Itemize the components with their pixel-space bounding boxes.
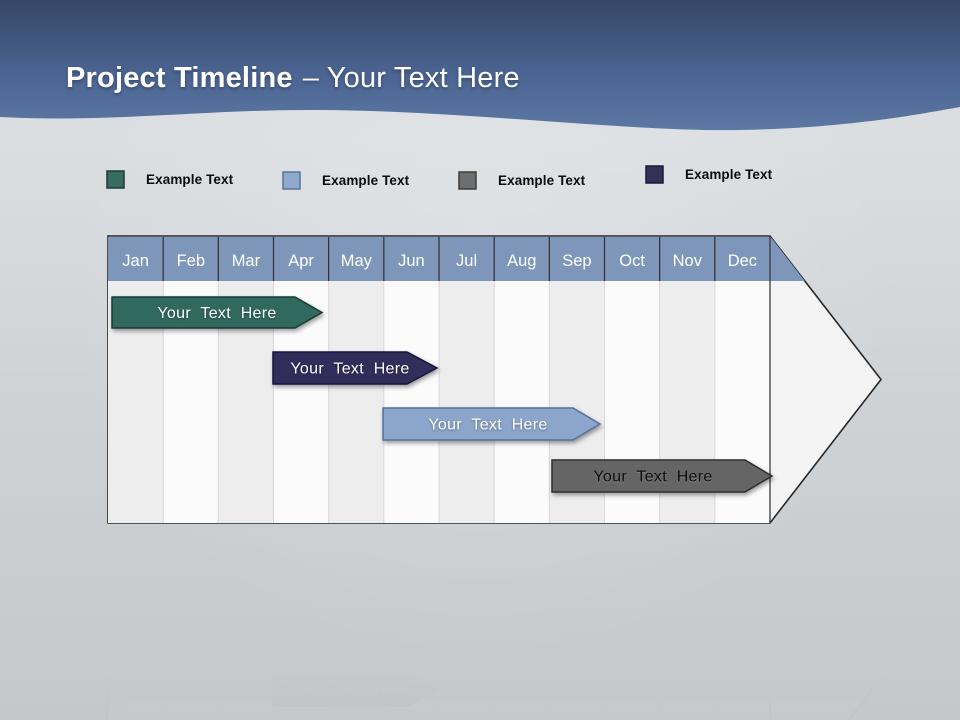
task-bar-label[interactable]: Your Text Here (593, 469, 712, 486)
legend-label: Example Text (498, 173, 586, 188)
month-label: Sep (562, 252, 591, 270)
task-bar-label[interactable]: Your Text Here (290, 361, 409, 378)
title-band (0, 0, 960, 131)
month-header-band (108, 237, 881, 281)
task-bar-arrow-shape[interactable] (272, 351, 439, 385)
task-bar-4[interactable]: Your Text Here (551, 459, 774, 493)
month-label: May (341, 252, 373, 270)
legend-swatch-gray-icon (458, 171, 477, 190)
legend-swatch-rect (645, 165, 664, 184)
task-bar-2[interactable]: Your Text Here (272, 351, 439, 385)
task-bar-3[interactable]: Your Text Here (382, 407, 602, 441)
month-label: Feb (177, 252, 205, 270)
month-label: Jan (122, 252, 149, 270)
legend-swatch-blue-icon (282, 171, 301, 190)
month-label: Dec (728, 252, 757, 270)
month-label: Jun (398, 252, 425, 270)
task-bar-arrow-shape[interactable] (551, 459, 774, 493)
timeline-chart[interactable]: Jan Feb Mar Apr May Jun Jul Aug Sep Oct … (100, 228, 890, 528)
month-label: Mar (232, 252, 261, 270)
title-band-wave (0, 0, 960, 131)
task-bar-arrow-shape[interactable] (382, 407, 602, 441)
legend-item-4[interactable]: Example Text (645, 165, 772, 184)
legend-item-2[interactable]: Example Text (282, 171, 409, 190)
task-bar-label[interactable]: Your Text Here (428, 417, 547, 434)
legend-label: Example Text (146, 172, 234, 187)
legend-label: Example Text (685, 167, 773, 182)
month-label: Jul (456, 252, 477, 270)
month-header-separators (162, 237, 716, 281)
month-labels: Jan Feb Mar Apr May Jun Jul Aug Sep Oct … (122, 252, 757, 270)
legend-swatch-teal-icon (106, 170, 125, 189)
task-bar-label[interactable]: Your Text Here (157, 305, 276, 322)
legend-swatch-rect (282, 171, 301, 190)
legend-label: Example Text (322, 173, 410, 188)
month-label: Aug (507, 252, 536, 270)
page-title-bold: Project Timeline (66, 62, 293, 94)
month-label: Nov (673, 252, 703, 270)
legend-swatch-rect (458, 171, 477, 190)
task-bar-1[interactable]: Your Text Here (111, 296, 324, 329)
legend-swatch-rect (106, 170, 125, 189)
legend-item-3[interactable]: Example Text (458, 171, 585, 190)
task-bar-arrow-shape[interactable] (111, 296, 324, 329)
legend-swatch-navy-icon (645, 165, 664, 184)
legend-item-1[interactable]: Example Text (106, 170, 233, 189)
month-label: Oct (619, 252, 645, 270)
page-title-regular: – Your Text Here (302, 62, 520, 94)
month-label: Apr (288, 252, 314, 270)
page-title[interactable]: Project Timeline – Your Text Here (66, 60, 520, 96)
month-gridlines (162, 281, 716, 523)
